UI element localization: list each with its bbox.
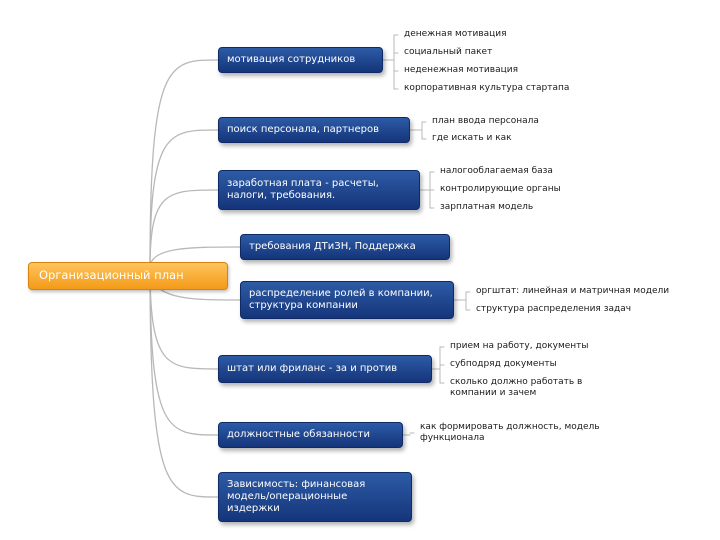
leaf-item[interactable]: зарплатная модель: [440, 202, 534, 212]
branch-connector: [149, 129, 219, 269]
branch-label: Зависимость: финансовая модель/операцион…: [227, 479, 366, 514]
leaf-item[interactable]: налогооблагаемая база: [440, 166, 553, 176]
branch-label: заработная плата - расчеты, налоги, треб…: [227, 178, 379, 201]
branch-duties[interactable]: должностные обязанности: [218, 422, 403, 448]
leaf-item[interactable]: денежная мотивация: [404, 29, 507, 39]
leaf-item[interactable]: прием на работу, документы: [450, 341, 589, 351]
branch-staff-freelance[interactable]: штат или фриланс - за и против: [218, 355, 432, 383]
branch-motivation[interactable]: мотивация сотрудников: [218, 47, 383, 73]
leaf-item[interactable]: неденежная мотивация: [404, 65, 518, 75]
branch-requirements[interactable]: требования ДТиЗН, Поддержка: [240, 234, 450, 260]
branch-label: мотивация сотрудников: [227, 54, 356, 65]
leaf-item[interactable]: сколько должно работать в компании и зач…: [450, 377, 583, 398]
leaf-item[interactable]: оргштат: линейная и матричная модели: [476, 286, 670, 296]
branch-label: требования ДТиЗН, Поддержка: [249, 241, 416, 252]
branch-connector: [149, 59, 219, 269]
leaf-item[interactable]: субподряд документы: [450, 359, 557, 369]
branch-roles[interactable]: распределение ролей в компании, структур…: [240, 281, 454, 319]
branch-salary[interactable]: заработная плата - расчеты, налоги, треб…: [218, 170, 420, 210]
leaf-item[interactable]: контролирующие органы: [440, 184, 561, 194]
branch-label: распределение ролей в компании, структур…: [249, 288, 433, 311]
branch-connector: [149, 267, 219, 498]
leaf-item[interactable]: социальный пакет: [404, 47, 493, 57]
branch-connector: [149, 267, 219, 436]
leaf-item[interactable]: структура распределения задач: [476, 304, 632, 314]
root-node[interactable]: Организационный план: [28, 262, 228, 290]
leaf-item[interactable]: корпоративная культура стартапа: [404, 83, 570, 93]
leaf-item[interactable]: как формировать должность, модель функци…: [420, 422, 600, 443]
root-label: Организационный план: [39, 268, 184, 282]
branch-label: штат или фриланс - за и против: [227, 363, 398, 374]
branch-label: должностные обязанности: [227, 429, 370, 440]
branch-connector: [149, 189, 219, 269]
branch-recruiting[interactable]: поиск персонала, партнеров: [218, 117, 410, 143]
leaf-item[interactable]: план ввода персонала: [432, 116, 539, 126]
branch-dependency[interactable]: Зависимость: финансовая модель/операцион…: [218, 472, 412, 522]
leaf-item[interactable]: где искать и как: [432, 133, 512, 143]
branch-label: поиск персонала, партнеров: [227, 124, 379, 135]
